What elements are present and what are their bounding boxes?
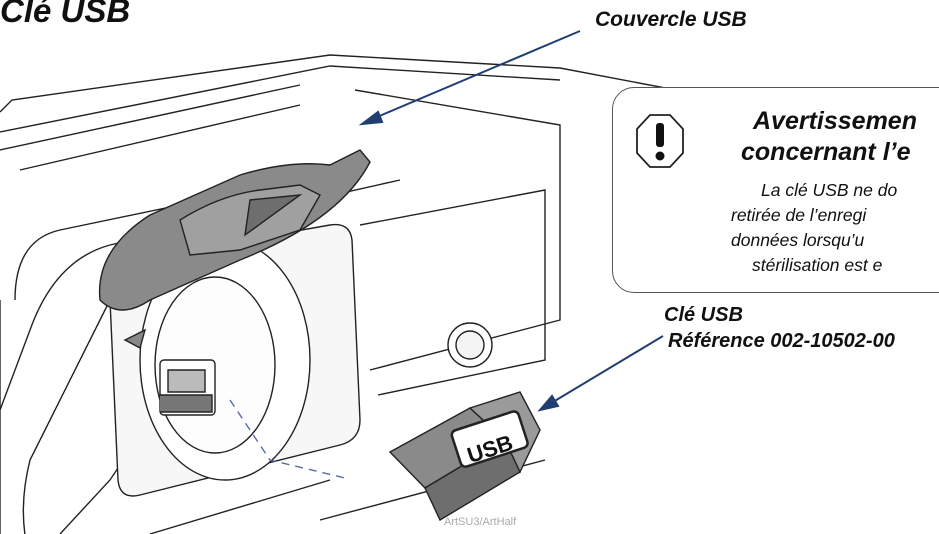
usb-key-reference: Référence 002-10502-00 <box>668 330 895 352</box>
usb-key-label: Clé USB Référence 002-10502-00 <box>664 302 895 354</box>
exclamation-octagon-icon <box>636 114 684 168</box>
page-title: Clé USB <box>0 0 131 29</box>
insertion-path <box>229 399 346 479</box>
callout-arrows <box>358 30 664 412</box>
usb-cover <box>98 149 371 350</box>
usb-key-name: Clé USB <box>664 304 743 326</box>
warning-title-line2: concernant l’e <box>741 138 911 166</box>
warning-text-line: données lorsqu’u <box>731 230 865 250</box>
warning-text-line: La clé USB ne do <box>761 180 898 200</box>
warning-title: Avertissemen concernant l’e <box>741 106 917 168</box>
warning-text: La clé USB ne do retirée de l’enregi don… <box>731 178 897 278</box>
side-panel <box>359 189 546 396</box>
warning-box: Avertissemen concernant l’e La clé USB n… <box>612 87 939 293</box>
warning-title-line1: Avertissemen <box>753 107 917 135</box>
port-recess <box>109 223 361 497</box>
warning-text-line: stérilisation est e <box>752 255 883 275</box>
art-credit: ArtSU3/ArtHalf <box>444 516 517 528</box>
usb-key <box>388 391 541 521</box>
usb-cover-label: Couvercle USB <box>595 8 747 31</box>
warning-text-line: retirée de l’enregi <box>731 205 867 225</box>
